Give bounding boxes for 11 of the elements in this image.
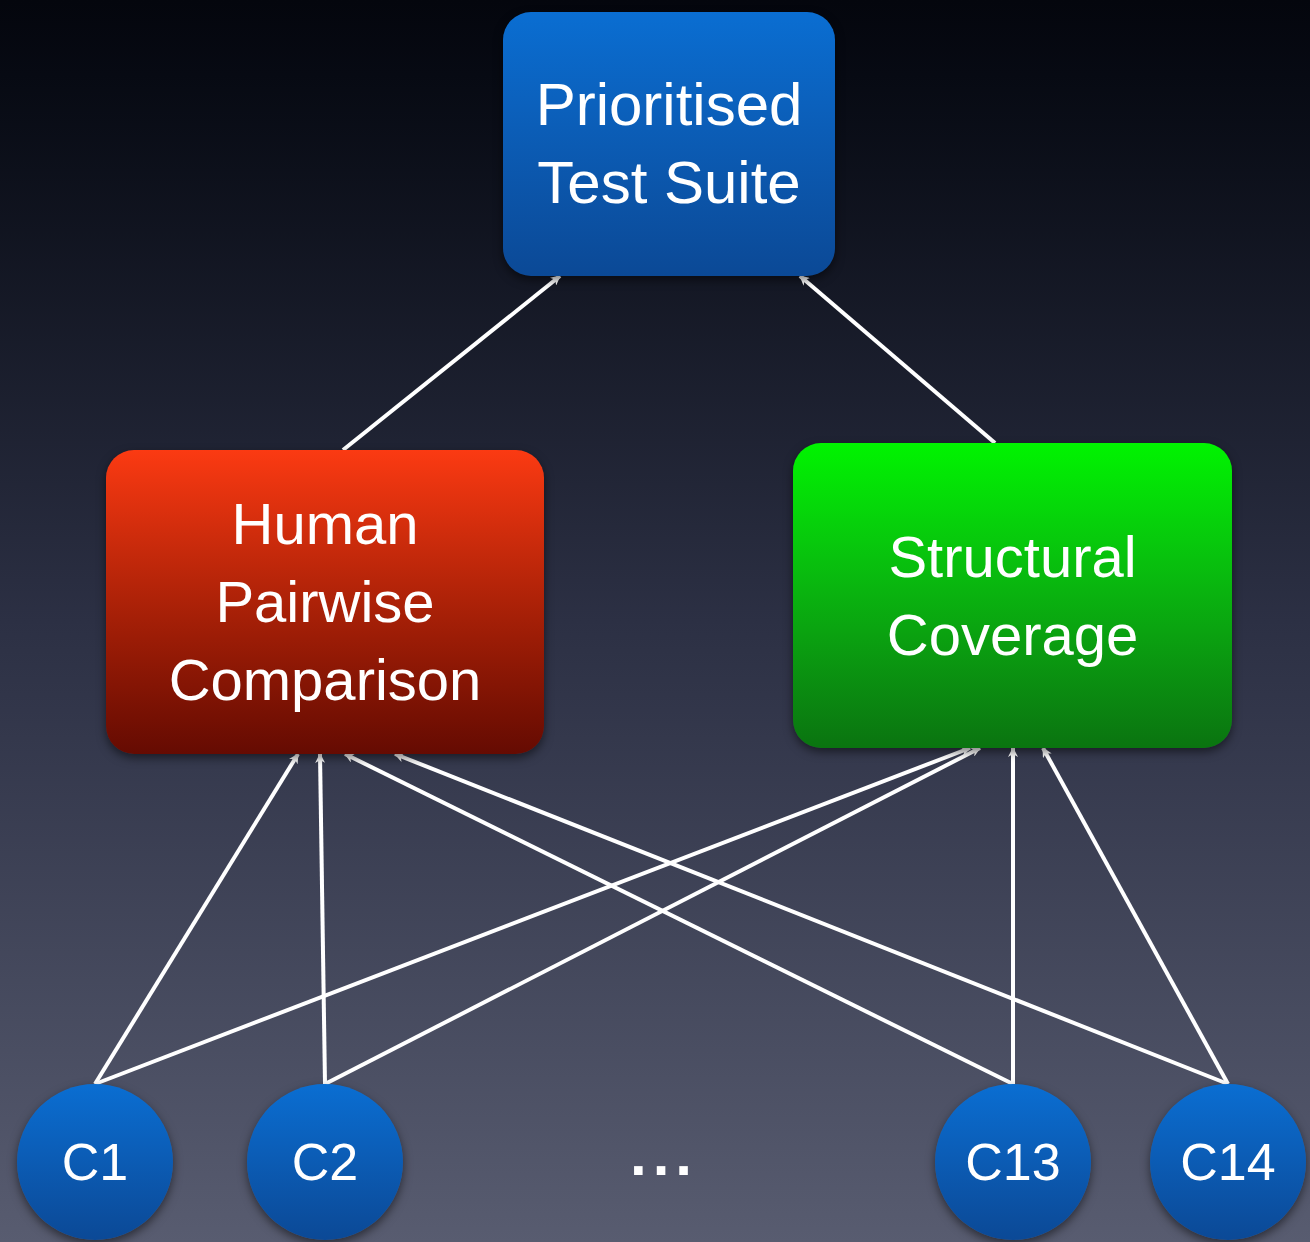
process-box: Structural Coverage <box>793 443 1232 748</box>
arrow <box>315 753 327 1085</box>
arrow <box>93 752 300 1086</box>
arrow <box>94 746 971 1086</box>
process-box: Prioritised Test Suite <box>503 12 835 276</box>
arrow <box>341 274 562 452</box>
arrow <box>1008 747 1018 1084</box>
process-box: Human Pairwise Comparison <box>106 450 544 754</box>
arrow <box>798 274 997 445</box>
arrow <box>1041 747 1230 1085</box>
ellipsis-label: ... <box>630 1120 698 1190</box>
